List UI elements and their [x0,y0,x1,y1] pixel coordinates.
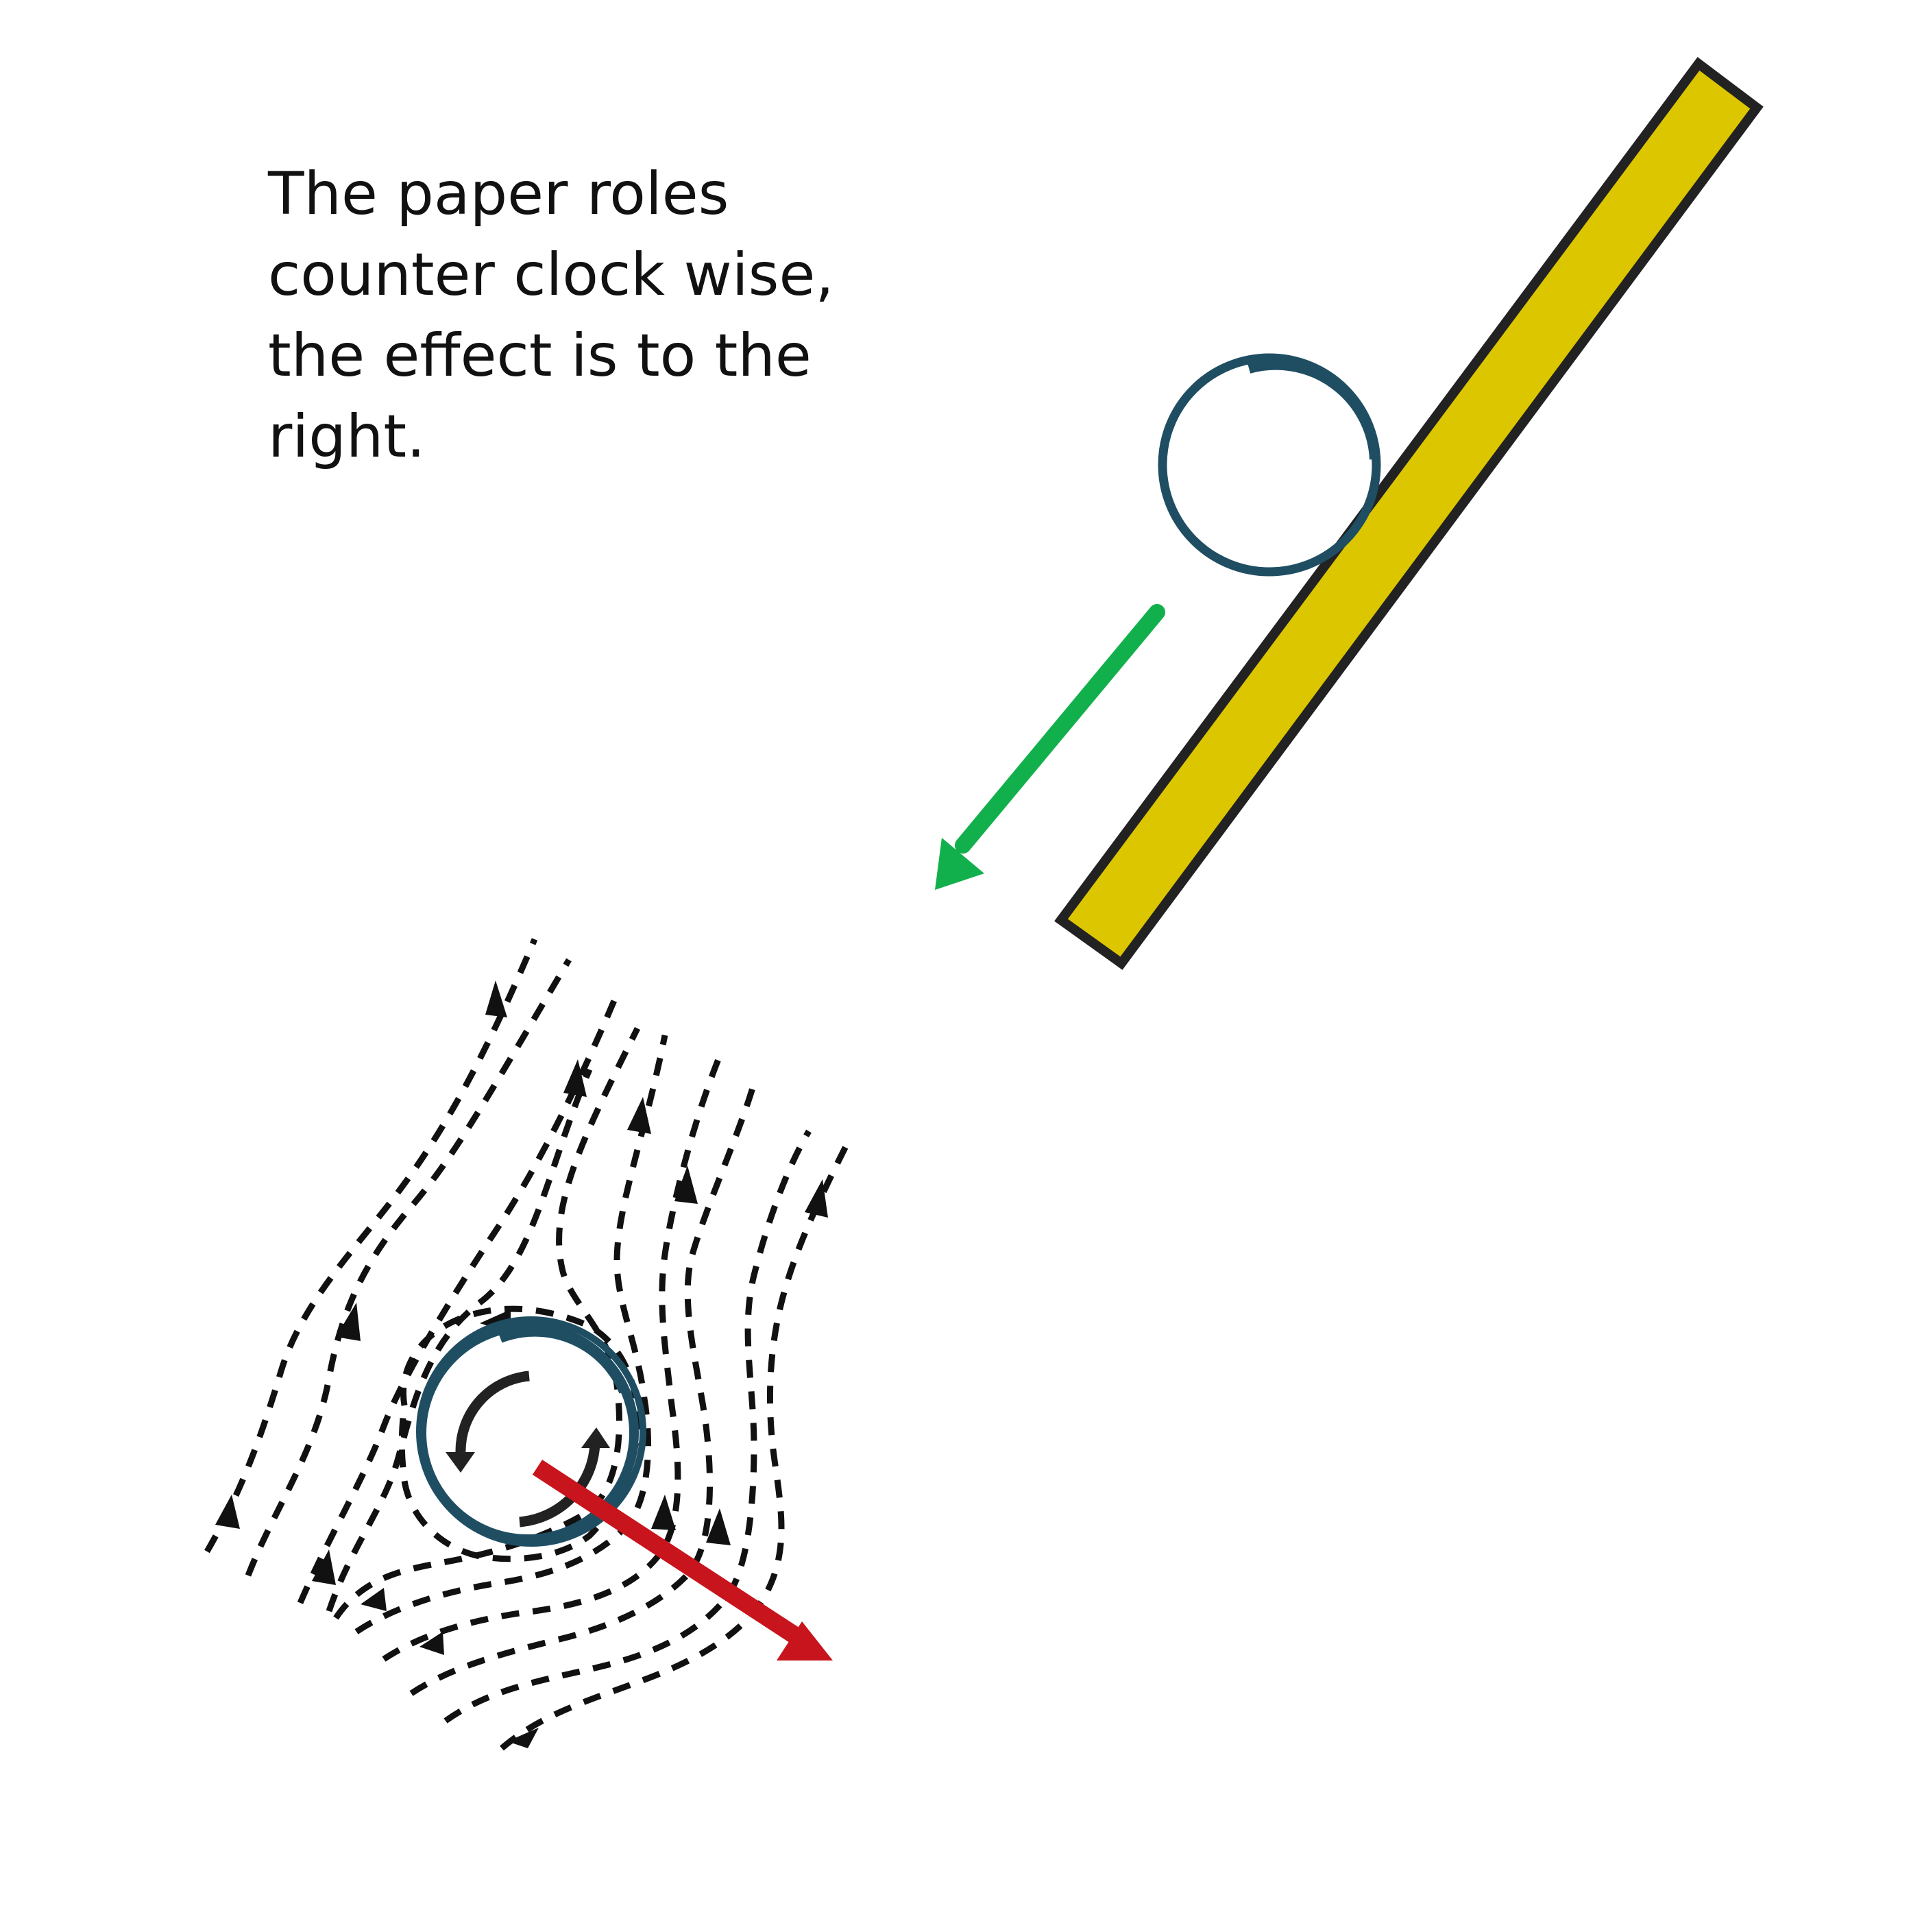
caption-line-4: right. [268,402,426,471]
magnus-force-arrow [532,1460,833,1661]
caption-line-2: counter clock wise, [268,241,834,309]
ramp-ruler [1054,57,1764,970]
paper-roll-bottom [416,1316,646,1547]
airflow-streamlines [204,938,853,1751]
caption-line-3: the effect is to the [268,322,812,390]
motion-arrow [935,604,1165,890]
caption-line-1: The paper roles [268,160,729,228]
streamline-arrowheads [215,980,828,1748]
paper-roll-top [1158,353,1381,577]
